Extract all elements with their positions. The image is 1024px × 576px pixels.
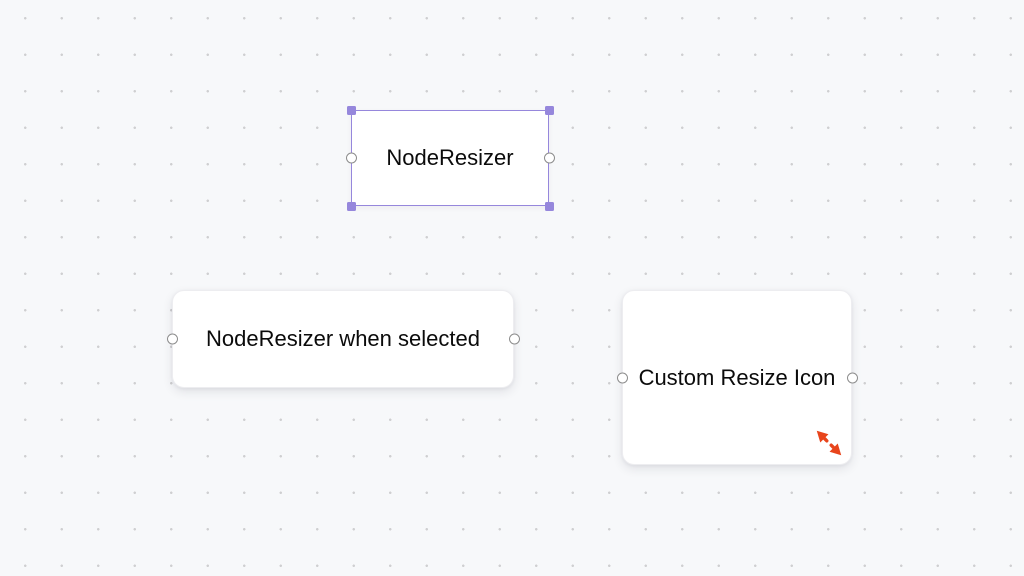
target-handle-icon[interactable] (345, 152, 357, 164)
node-custom-resize-icon[interactable]: Custom Resize Icon (616, 290, 858, 465)
source-handle-icon[interactable] (543, 152, 555, 164)
node-label: Custom Resize Icon (638, 364, 836, 390)
target-handle-icon[interactable] (166, 333, 178, 345)
resize-handle-bottom-left-icon[interactable] (346, 201, 356, 211)
resize-diagonal-icon[interactable] (813, 427, 845, 459)
resize-handle-top-left-icon[interactable] (346, 105, 356, 115)
node-noderesizer[interactable]: NodeResizer (345, 105, 555, 211)
target-handle-icon[interactable] (616, 372, 628, 383)
resize-handle-top-right-icon[interactable] (544, 105, 554, 115)
node-label: NodeResizer (386, 145, 514, 170)
node-label: NodeResizer when selected (206, 326, 480, 351)
resize-handle-bottom-right-icon[interactable] (544, 201, 554, 211)
source-handle-icon[interactable] (846, 372, 858, 383)
source-handle-icon[interactable] (508, 333, 520, 345)
node-noderesizer-when-selected[interactable]: NodeResizer when selected (166, 290, 520, 388)
